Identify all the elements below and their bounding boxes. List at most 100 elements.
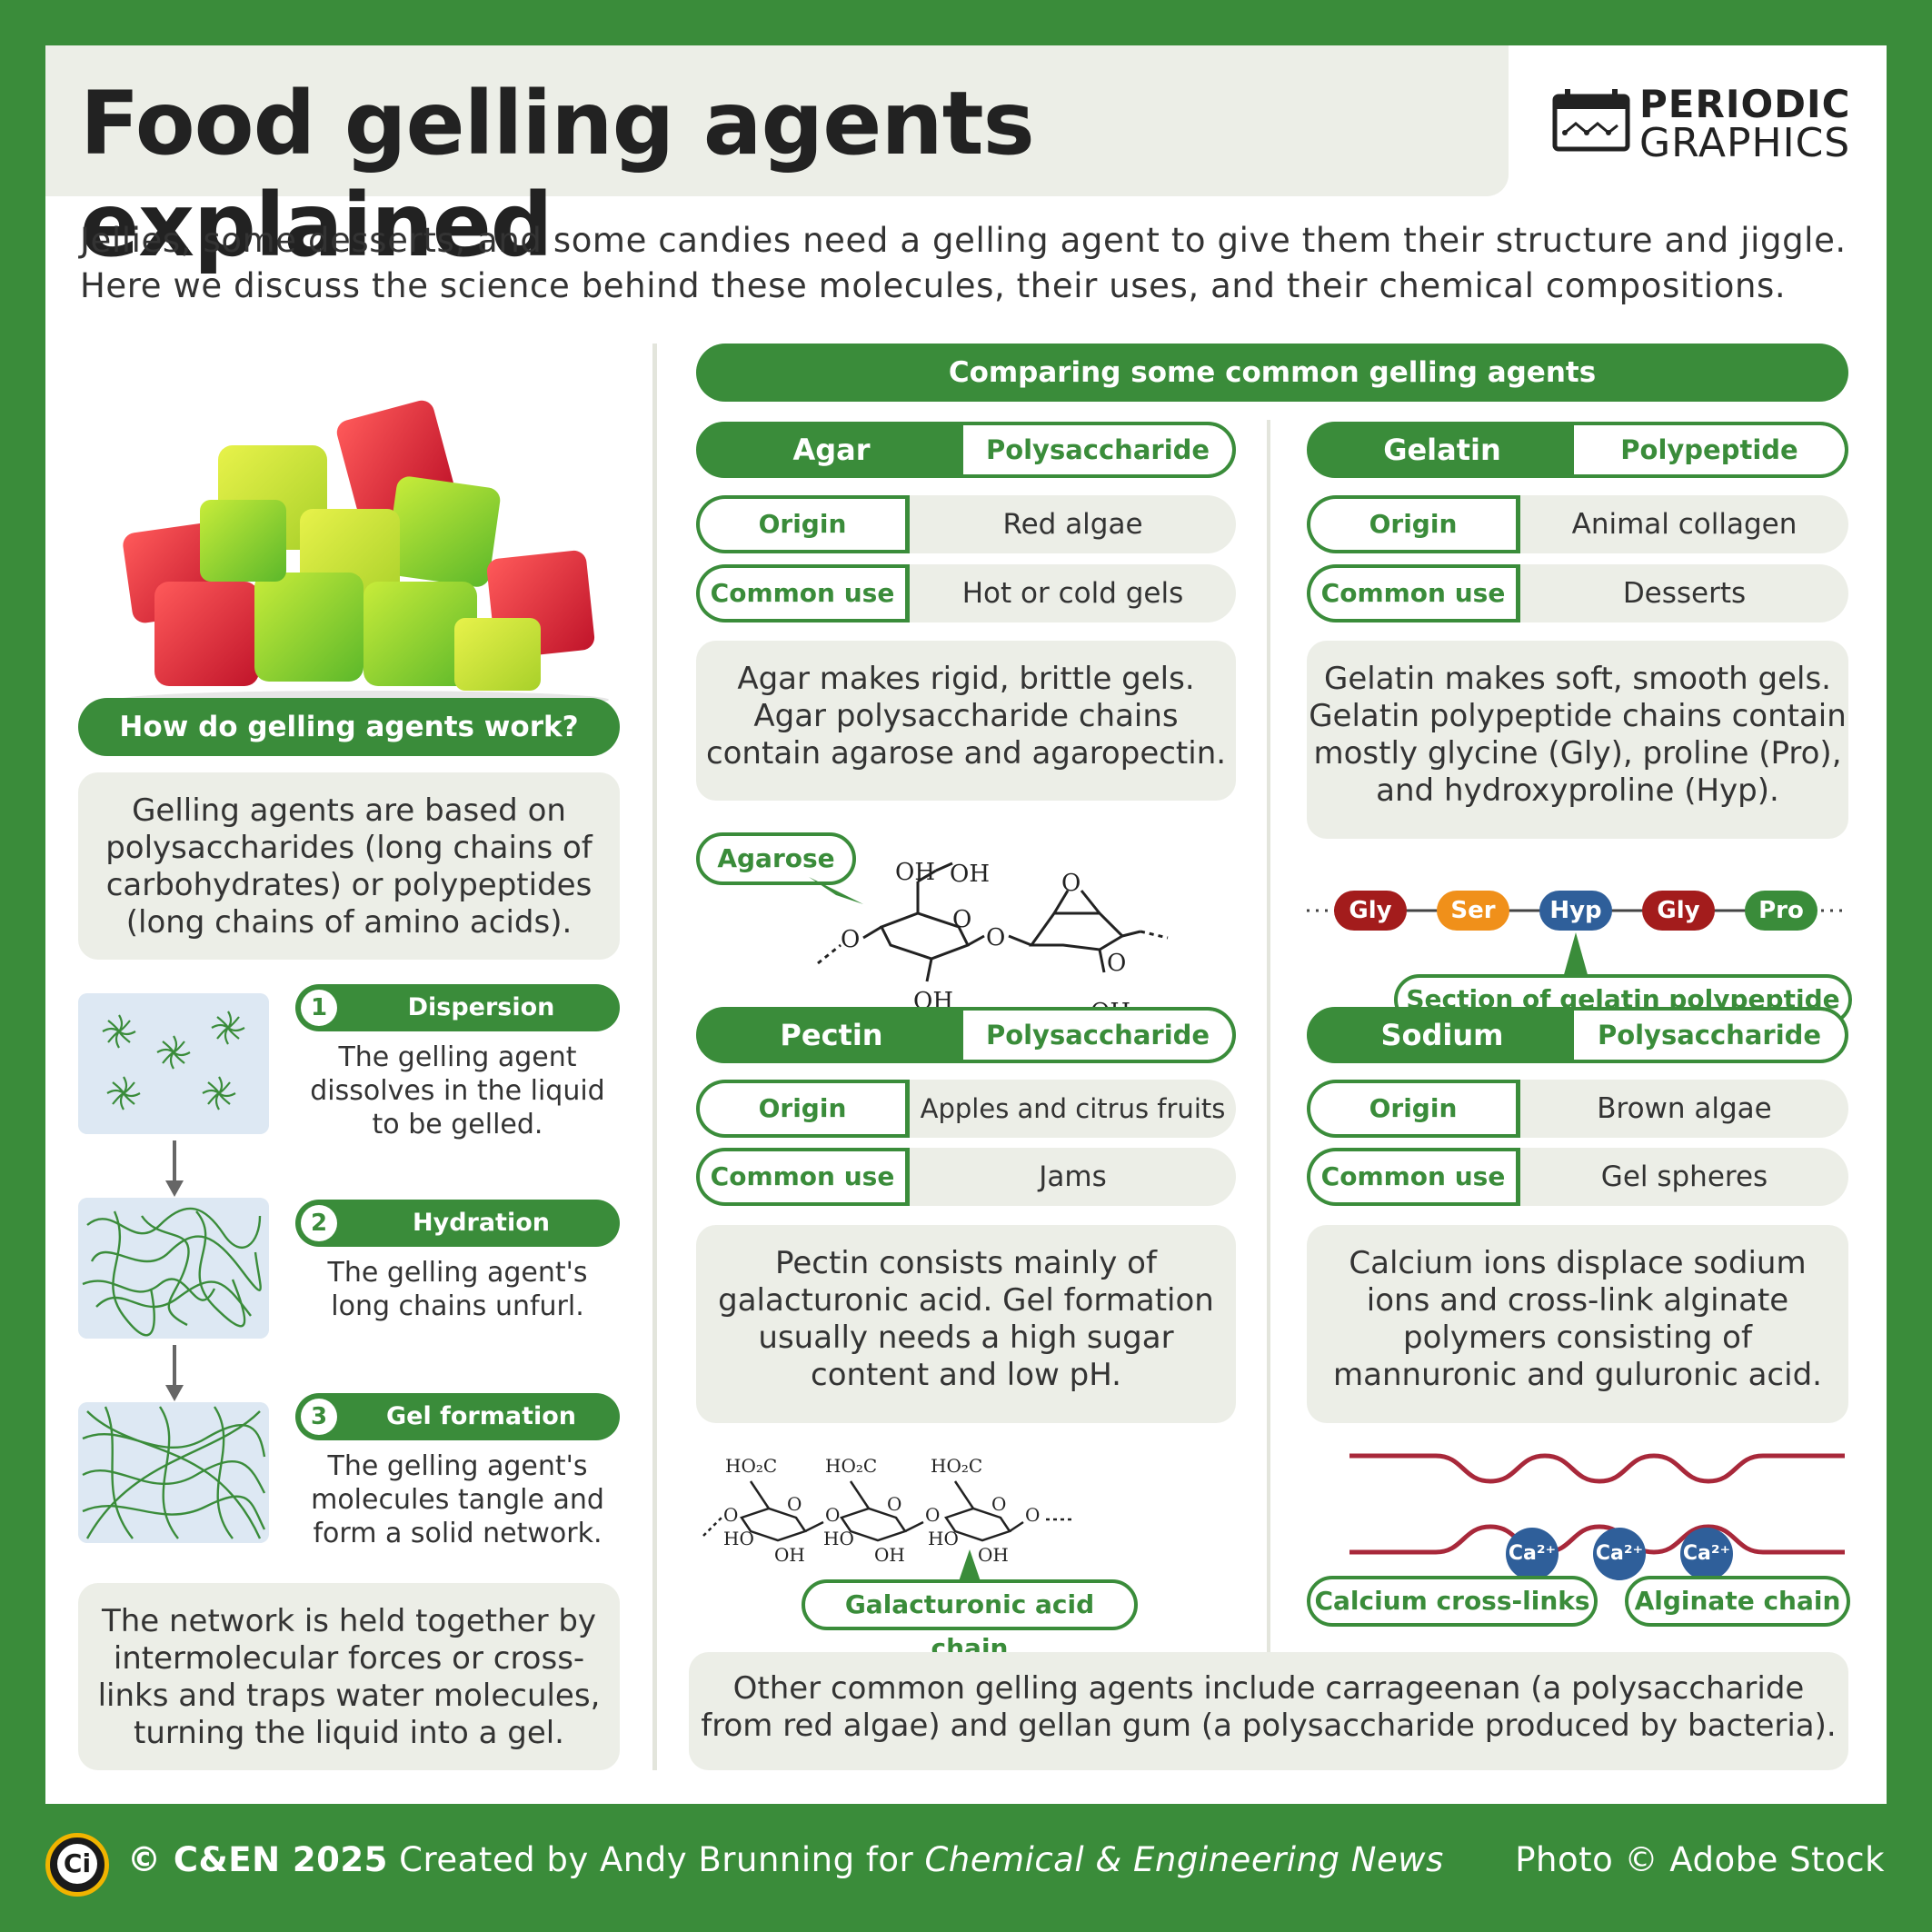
jelly-cubes-photo <box>118 400 609 709</box>
agent-class: Polypeptide <box>1574 425 1845 474</box>
step-title: Dispersion <box>407 993 555 1021</box>
how-text: Gelling agents are based on polysacchari… <box>78 772 620 960</box>
text-line: and hydroxyproline (Hyp). <box>1376 772 1779 809</box>
galacturonic-structure: HO₂C O HO O OH O HO₂C HO O OH O HO₂C HO … <box>702 1455 1073 1563</box>
publication-name: Chemical & Engineering News <box>924 1840 1444 1879</box>
logo-line1: PERIODIC <box>1639 82 1851 126</box>
chem-label: HO₂C <box>725 1455 777 1477</box>
logo-line2: GRAPHICS <box>1639 120 1851 166</box>
agarose-tag: Agarose <box>696 832 856 885</box>
text-line: form a solid network. <box>313 1518 603 1549</box>
text-line: to be gelled. <box>372 1109 543 1140</box>
pointer-arrow-icon <box>958 1549 981 1584</box>
chem-label: O <box>887 1493 901 1515</box>
photo-credit: Photo © Adobe Stock <box>1515 1840 1885 1879</box>
agar-origin-row: Origin Red algae <box>696 495 1236 553</box>
chem-label: O <box>787 1493 802 1515</box>
use-label: Common use <box>696 1148 910 1206</box>
use-label: Common use <box>696 564 910 622</box>
chem-label: HO <box>723 1528 754 1549</box>
text-line: Other common gelling agents include carr… <box>732 1670 1805 1707</box>
chem-label: HO <box>823 1528 854 1549</box>
page-title: Food gelling agents explained <box>80 73 1035 276</box>
dispersion-illustration <box>78 993 269 1134</box>
step-number: 2 <box>301 1205 337 1241</box>
agent-name: Pectin <box>780 1018 883 1052</box>
intro-text: Jellies, some desserts, and some candies… <box>80 218 1861 309</box>
origin-label: Origin <box>1307 495 1520 553</box>
hydration-illustration <box>78 1198 269 1339</box>
gelatin-origin-row: Origin Animal collagen <box>1307 495 1848 553</box>
chem-label: OH <box>978 1544 1009 1563</box>
alginate-chains <box>1349 1453 1845 1555</box>
text-line: The gelling agent <box>338 1041 577 1073</box>
how-title: How do gelling agents work? <box>78 698 620 756</box>
agarose-structure: O OH OH O OH O O O OH <box>809 859 1169 1026</box>
gelatin-header: Gelatin Polypeptide <box>1307 422 1848 478</box>
arrow-down-icon <box>165 1345 184 1401</box>
origin-value: Animal collagen <box>1520 495 1848 553</box>
text-line: mostly glycine (Gly), proline (Pro), <box>1313 735 1842 772</box>
text-line: polysaccharides (long chains of <box>105 830 593 866</box>
text-line: The gelling agent's <box>327 1257 588 1289</box>
origin-value: Brown algae <box>1520 1080 1848 1138</box>
calendar-molecule-icon <box>1552 89 1630 152</box>
text-line: intermolecular forces or cross- <box>113 1640 585 1677</box>
alginate-description: Calcium ions displace sodium ions and cr… <box>1307 1225 1848 1423</box>
use-value: Jams <box>910 1148 1236 1206</box>
origin-label: Origin <box>1307 1080 1520 1138</box>
use-label: Common use <box>1307 564 1520 622</box>
chem-label: O <box>1061 870 1081 897</box>
text-line: links and traps water molecules, <box>97 1678 601 1714</box>
other-agents-text: Other common gelling agents include carr… <box>689 1652 1848 1770</box>
text-line: Gelatin polypeptide chains contain <box>1309 698 1847 734</box>
use-label: Common use <box>1307 1148 1520 1206</box>
agar-use-row: Common use Hot or cold gels <box>696 564 1236 622</box>
text-line: The gelling agent's <box>327 1450 588 1482</box>
text-line: galacturonic acid. Gel formation <box>718 1282 1214 1319</box>
residue-hyp: Hyp <box>1539 891 1612 931</box>
agent-class: Polysaccharide <box>963 1011 1232 1060</box>
text-line: Gelling agents are based on <box>132 792 566 829</box>
pectin-origin-row: Origin Apples and citrus fruits <box>696 1080 1236 1138</box>
chem-label: O <box>723 1504 738 1526</box>
text-line: contain agarose and agaropectin. <box>705 735 1227 772</box>
pectin-use-row: Common use Jams <box>696 1148 1236 1206</box>
agar-header: Agar Polysaccharide <box>696 422 1236 478</box>
text-line: carbohydrates) or polypeptides <box>105 867 593 903</box>
chem-label: OH <box>895 859 935 886</box>
use-value: Hot or cold gels <box>910 564 1236 622</box>
gelatin-use-row: Common use Desserts <box>1307 564 1848 622</box>
text-line: The network is held together by <box>101 1603 597 1639</box>
chem-label: O <box>841 926 860 953</box>
step-title: Gel formation <box>385 1402 577 1430</box>
gelatin-description: Gelatin makes soft, smooth gels. Gelatin… <box>1307 641 1848 839</box>
intro-line: Here we discuss the science behind these… <box>80 266 1787 305</box>
chem-label: O <box>825 1504 840 1526</box>
step-pill-gel-formation: 3 Gel formation <box>295 1393 620 1440</box>
calcium-ion: Ca²⁺ <box>1680 1528 1733 1580</box>
text-line: from red algae) and gellan gum (a polysa… <box>701 1708 1837 1744</box>
agent-name: Agar <box>792 433 871 467</box>
residue-gly: Gly <box>1334 891 1407 931</box>
step-text: The gelling agent's molecules tangle and… <box>295 1449 620 1550</box>
agent-class: Polysaccharide <box>963 425 1232 474</box>
use-value: Gel spheres <box>1520 1148 1848 1206</box>
network-text: The network is held together by intermol… <box>78 1583 620 1770</box>
credit-line: © C&EN 2025 Created by Andy Brunning for… <box>127 1840 1444 1879</box>
created-by: Created by Andy Brunning for <box>387 1840 925 1879</box>
chem-label: O <box>986 924 1005 951</box>
column-divider <box>652 344 657 1770</box>
pectin-header: Pectin Polysaccharide <box>696 1007 1236 1063</box>
cen-badge-icon: Ci <box>45 1833 109 1897</box>
intro-line: Jellies, some desserts, and some candies… <box>80 221 1847 260</box>
chem-label: HO <box>928 1528 959 1549</box>
chem-label: OH <box>874 1544 905 1563</box>
chem-label: O <box>925 1504 940 1526</box>
residue-ser: Ser <box>1437 891 1509 931</box>
step-text: The gelling agent dissolves in the liqui… <box>295 1041 620 1141</box>
chem-label: HO₂C <box>825 1455 877 1477</box>
text-line: polymers consisting of <box>1403 1320 1752 1356</box>
alginate-chain-tag: Alginate chain <box>1625 1576 1850 1627</box>
agar-description: Agar makes rigid, brittle gels. Agar pol… <box>696 641 1236 801</box>
